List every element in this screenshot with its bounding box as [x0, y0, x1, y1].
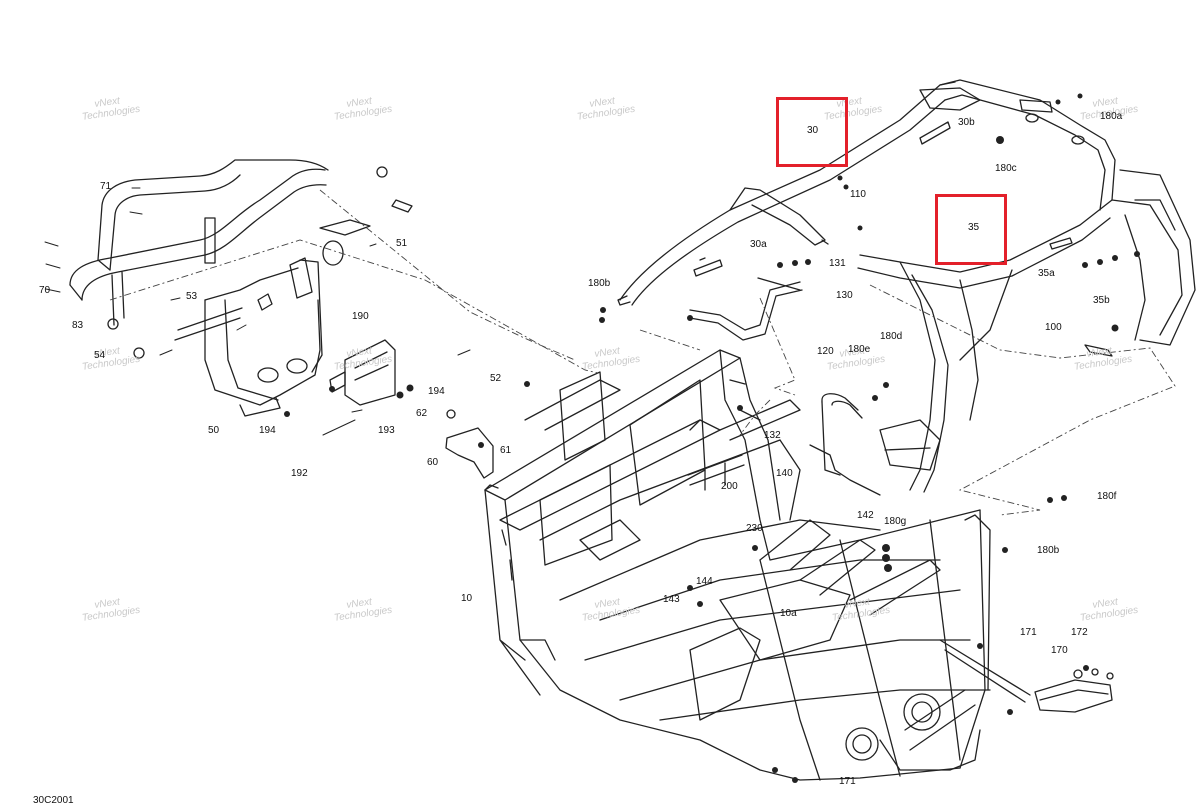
callout-label-highlighted: 35	[968, 222, 980, 233]
callout-label: 70	[39, 285, 51, 296]
callout-label: 171	[1020, 627, 1037, 638]
callout-label: 192	[291, 468, 308, 479]
callout-label: 180a	[1100, 111, 1123, 122]
callout-label: 110	[850, 189, 866, 200]
callout-label: 35a	[1038, 268, 1055, 279]
callout-label: 170	[1051, 645, 1068, 656]
callout-label: 180f	[1097, 491, 1117, 502]
callout-label: 120	[817, 346, 834, 357]
callout-label: 10	[461, 593, 473, 604]
front-bolts	[44, 187, 471, 436]
callout-label: 52	[490, 373, 502, 384]
highlight-box-30	[776, 97, 848, 167]
callout-label: 10a	[780, 608, 797, 619]
callout-label: 53	[186, 291, 198, 302]
callout-label: 60	[427, 457, 439, 468]
support-120	[809, 393, 881, 496]
callout-label: 30b	[958, 117, 975, 128]
callout-label: 190	[352, 311, 369, 322]
callout-label: 180e	[848, 344, 871, 355]
callout-label: 180d	[880, 331, 903, 342]
highlight-box-35	[935, 194, 1007, 265]
callout-label: 143	[663, 594, 680, 605]
fasteners	[284, 93, 1140, 783]
callout-label: 51	[396, 238, 408, 249]
callout-label: 194	[259, 425, 276, 436]
callout-label: 61	[500, 445, 512, 456]
callout-label: 130	[836, 290, 853, 301]
callout-label: 171	[839, 776, 856, 787]
callout-label: 83	[72, 320, 84, 331]
callout-label: 100	[1045, 322, 1062, 333]
callout-label: 180b	[1037, 545, 1060, 556]
callout-label: 54	[94, 350, 106, 361]
bracket-170	[1034, 668, 1114, 713]
roll-cage	[617, 79, 1196, 493]
cross-bar-130	[689, 277, 803, 341]
callout-label: 142	[857, 510, 874, 521]
callout-label: 200	[721, 481, 738, 492]
front-bumper-assembly	[69, 159, 413, 417]
callout-label: 230	[746, 523, 763, 534]
callout-label: 194	[428, 386, 445, 397]
bracket-60	[445, 409, 494, 479]
callout-label: 140	[776, 468, 793, 479]
callout-label: 172	[1071, 627, 1088, 638]
callout-label: 180g	[884, 516, 907, 527]
callout-label: 50	[208, 425, 220, 436]
callout-label: 180c	[995, 163, 1017, 174]
callout-label: 71	[100, 181, 112, 192]
diagram-code: 30C2001	[33, 795, 74, 806]
main-frame	[484, 349, 1031, 781]
callout-label: 30a	[750, 239, 767, 250]
callout-label: 62	[416, 408, 428, 419]
callout-label: 144	[696, 576, 713, 587]
callout-label: 193	[378, 425, 395, 436]
callout-label: 131	[829, 258, 846, 269]
callout-label-highlighted: 30	[807, 125, 819, 136]
callout-label: 132	[764, 430, 781, 441]
callout-label: 180b	[588, 278, 611, 289]
callout-label: 35b	[1093, 295, 1110, 306]
